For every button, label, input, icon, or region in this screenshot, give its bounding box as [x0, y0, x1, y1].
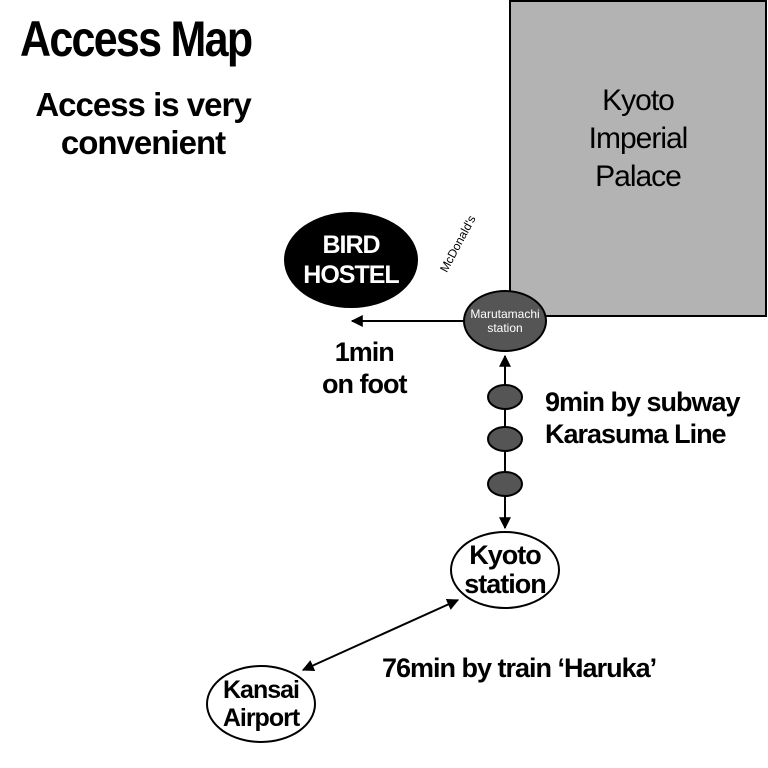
subway-time-label: 9min by subway Karasuma Line [545, 386, 741, 450]
kansai-airport-marker: Kansai Airport [206, 665, 316, 743]
kyoto-station-marker: Kyoto station [450, 531, 560, 609]
subtitle-line-1: Access is very [35, 86, 251, 123]
airport-label-line-1: Kansai [223, 676, 300, 704]
page-title: Access Map [20, 11, 253, 67]
marutamachi-label-line-2: station [487, 321, 523, 335]
hostel-label-line-1: BIRD [322, 231, 380, 259]
subway-time-line-2: Karasuma Line [545, 419, 727, 449]
palace-label-line-2: Imperial [588, 122, 689, 155]
bird-hostel-marker: BIRD HOSTEL [284, 212, 418, 308]
subtitle-line-2: convenient [60, 124, 226, 161]
kyoto-station-label-line-2: station [464, 569, 547, 599]
palace-label-line-1: Kyoto [602, 84, 675, 117]
train-route-arrow [301, 598, 460, 672]
kyoto-station-label-line-1: Kyoto [469, 540, 541, 570]
palace-label-line-3: Palace [595, 160, 682, 193]
walk-time-label: 1min on foot [322, 336, 407, 400]
page-subtitle: Access is very convenient [12, 86, 274, 162]
marutamachi-station-marker: Marutamachi station [463, 290, 547, 352]
hostel-label-line-2: HOSTEL [303, 261, 399, 289]
kyoto-imperial-palace-area [509, 0, 767, 317]
walk-time-line-1: 1min [334, 337, 395, 367]
walk-time-line-2: on foot [322, 369, 407, 399]
subway-car-3 [487, 471, 523, 497]
train-time-label: 76min by train ‘Haruka’ [382, 653, 657, 683]
subway-car-2 [487, 426, 523, 452]
subway-car-1 [487, 384, 523, 410]
airport-label-line-2: Airport [222, 704, 300, 732]
palace-label: Kyoto Imperial Palace [509, 82, 767, 196]
subway-time-line-1: 9min by subway [545, 387, 741, 417]
marutamachi-label-line-1: Marutamachi [470, 307, 540, 321]
